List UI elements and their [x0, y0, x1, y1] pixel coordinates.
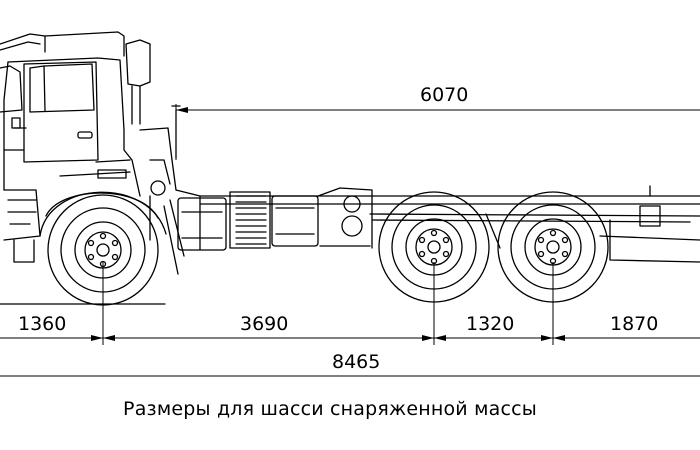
truck-cab: [0, 31, 201, 275]
dim-tandem-base: 1320: [466, 313, 514, 335]
dim-total-length: 8465: [332, 351, 380, 373]
dim-front-overhang: 1360: [18, 313, 66, 335]
dimension-lines: [0, 104, 700, 377]
dim-rear-overhang: 1870: [610, 313, 658, 335]
air-tank: [271, 195, 319, 247]
battery-box: [229, 191, 271, 249]
dim-wheelbase-front: 3690: [240, 313, 288, 335]
drawing-caption: Размеры для шасси снаряженной массы: [123, 398, 537, 420]
fuel-tank: [177, 197, 227, 251]
dim-body-length: 6070: [420, 84, 468, 106]
dimension-arrows: [91, 107, 565, 341]
